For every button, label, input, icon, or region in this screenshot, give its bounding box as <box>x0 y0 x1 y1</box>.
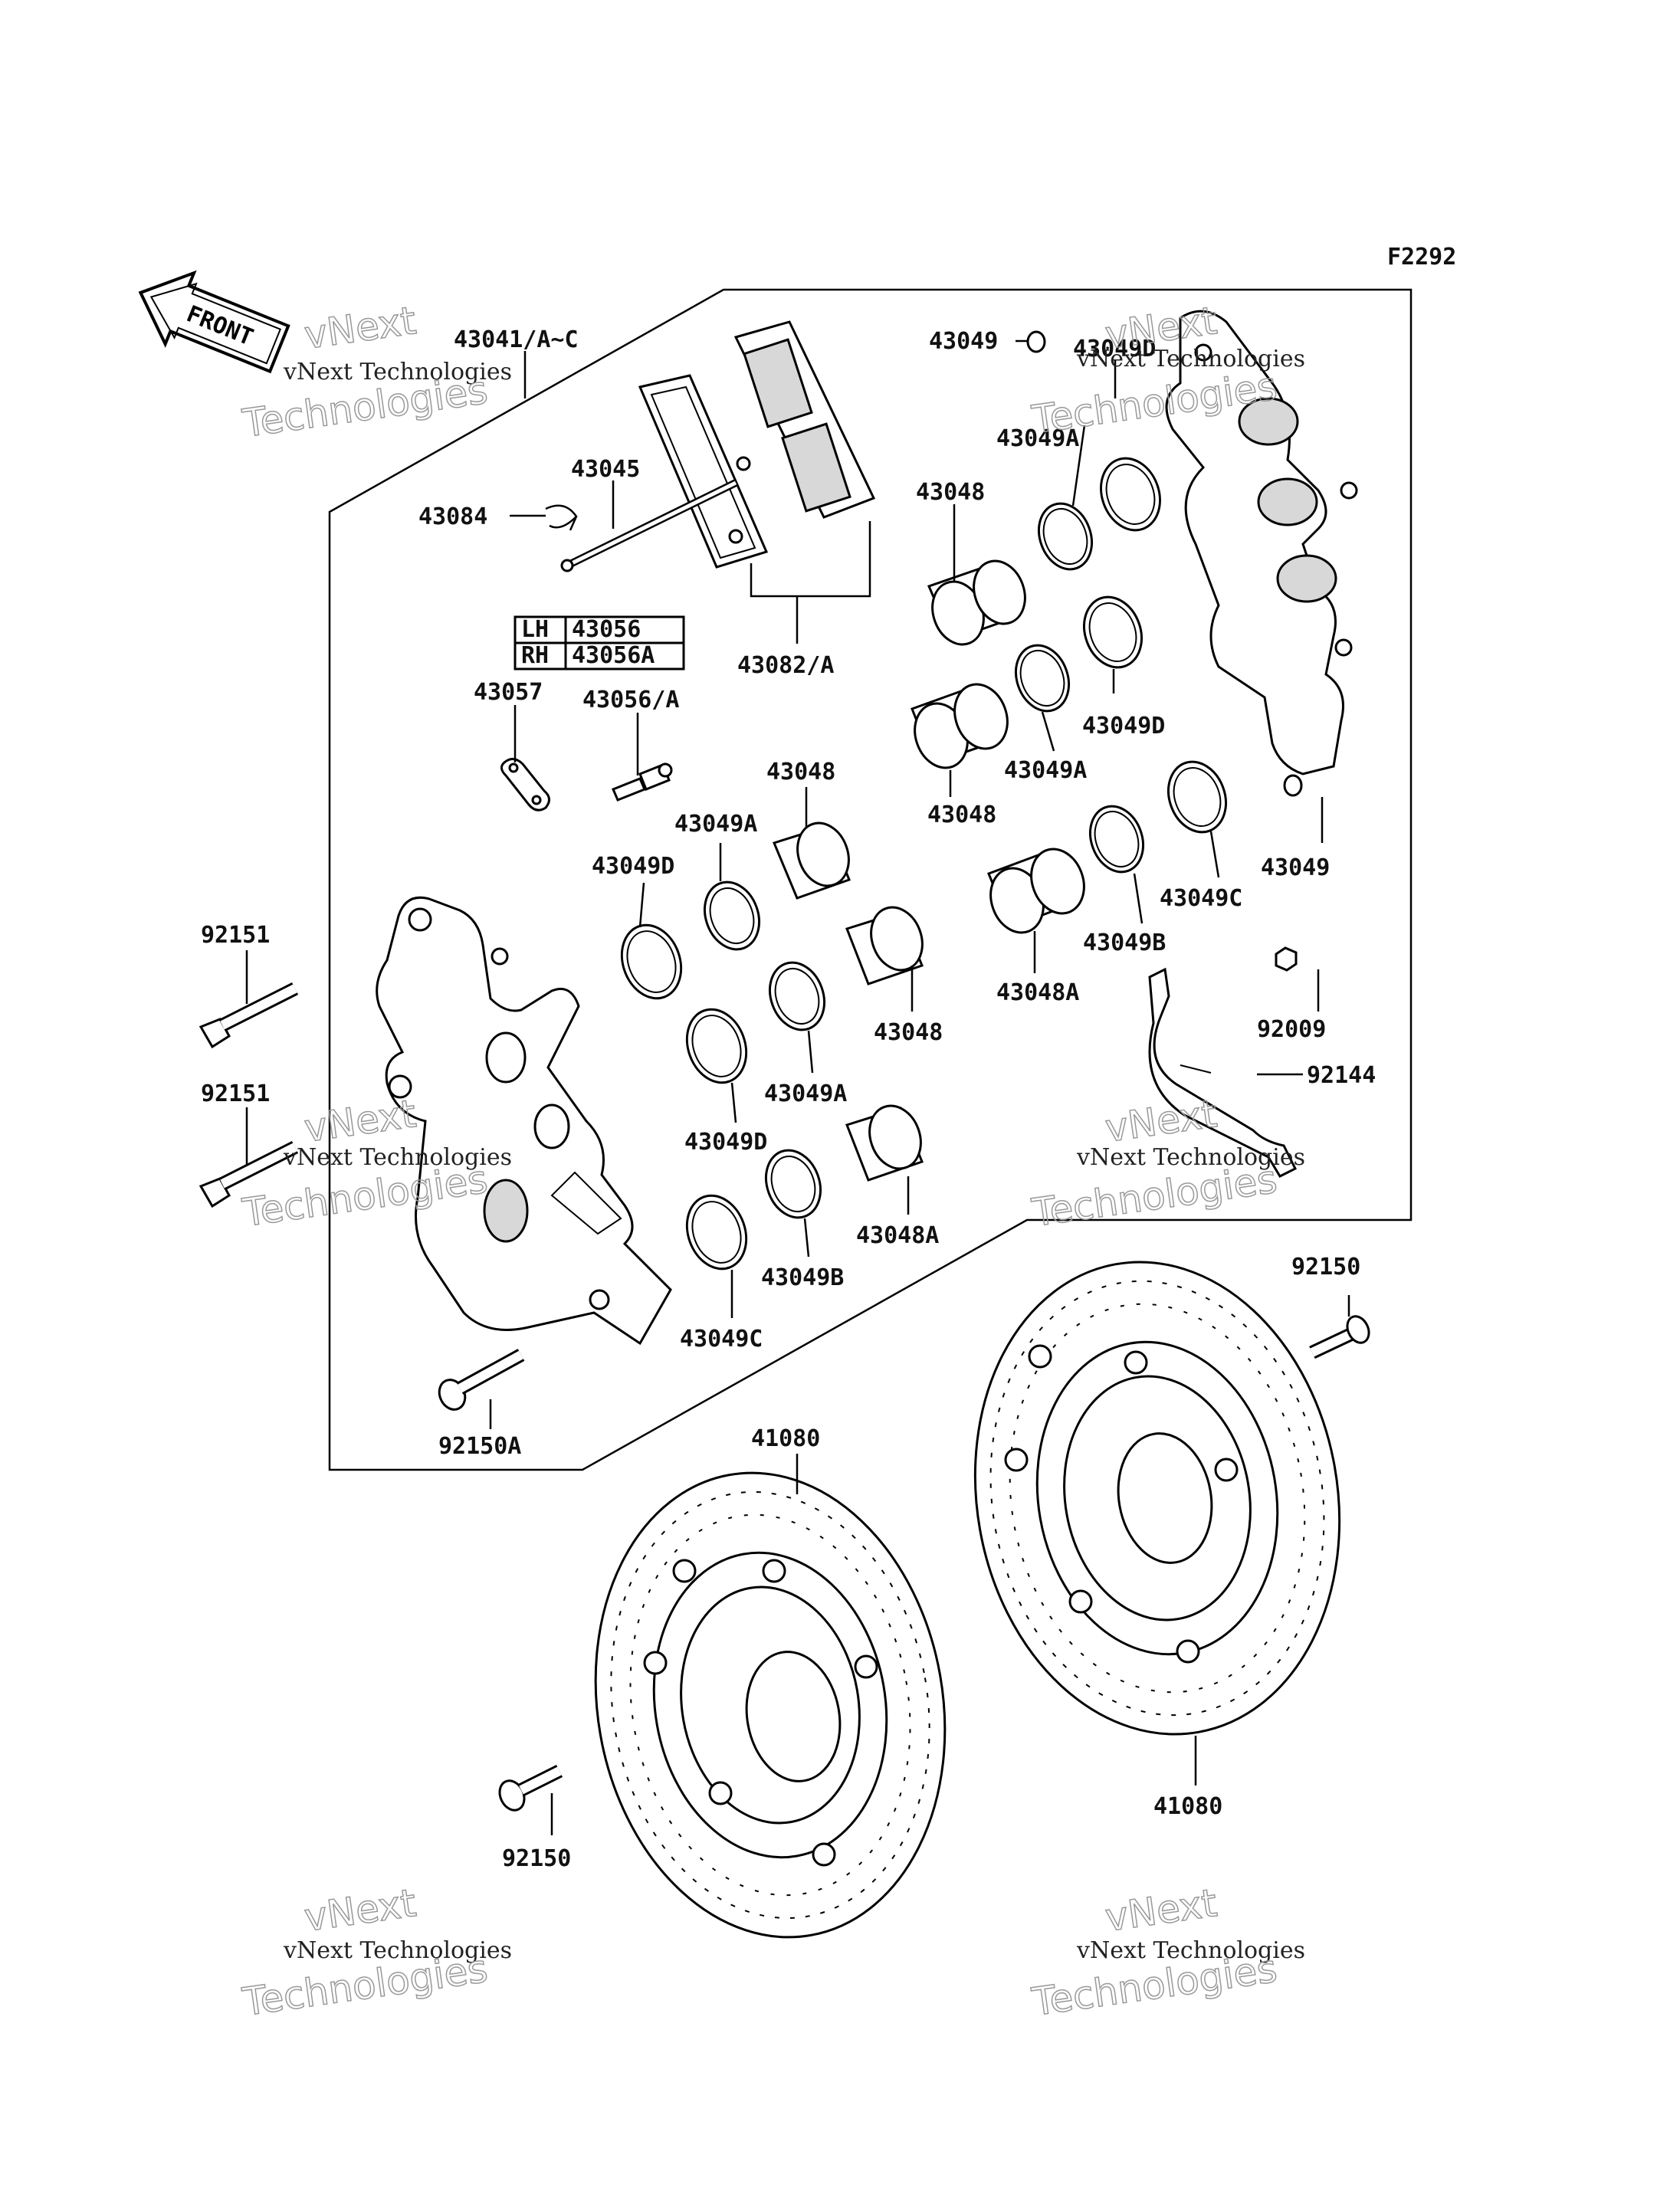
label-43045: 43045 <box>571 456 640 483</box>
watermark-bottom-right: vNext Technologies Technologies vNext <box>1029 1880 1305 2025</box>
seal-43049D-top <box>1100 457 1161 532</box>
caliper-assembly-boundary <box>328 288 1413 1471</box>
svg-text:vNext Technologies: vNext Technologies <box>283 359 512 385</box>
caliper-half-right <box>1165 310 1358 776</box>
seal-43049B-lc <box>765 1149 822 1219</box>
svg-text:vNext: vNext <box>302 1091 419 1151</box>
label-92151-a: 92151 <box>201 922 270 949</box>
svg-text:vNext: vNext <box>302 298 419 358</box>
lh-label: LH <box>521 616 549 643</box>
caliper-half-left <box>376 896 672 1346</box>
piston-43048-top <box>927 559 1026 646</box>
piston-43048A-right <box>987 848 1085 934</box>
caliper-bolt-92150A <box>438 1349 525 1411</box>
svg-text:vNext Technologies: vNext Technologies <box>1076 346 1305 372</box>
label-43048A-right: 43048A <box>996 979 1079 1006</box>
label-43049A-lc2: 43049A <box>764 1080 847 1107</box>
rh-part-number: 43056A <box>572 642 655 669</box>
small-bracket <box>500 758 550 812</box>
label-43049D-top: 43049D <box>1073 336 1156 362</box>
bleeder-valve <box>612 762 673 802</box>
label-43049-top: 43049 <box>929 328 998 355</box>
label-41080-right: 41080 <box>1153 1793 1222 1820</box>
brake-pad-front <box>733 320 876 519</box>
label-43057: 43057 <box>474 679 543 706</box>
brake-disc-right <box>973 1261 1341 1736</box>
lh-rh-table: LH 43056 RH 43056A <box>514 615 685 671</box>
label-92150A: 92150A <box>438 1433 521 1460</box>
lh-part-number: 43056 <box>572 616 641 643</box>
seal-43049D-lc <box>620 923 683 1000</box>
caliper-bolt-lower <box>199 1140 299 1208</box>
pad-pin <box>560 479 738 572</box>
piston-43048-mid <box>911 683 1009 769</box>
label-43048-top: 43048 <box>916 479 985 506</box>
label-43049A-mid: 43049A <box>1004 757 1087 784</box>
seal-43049C-lc <box>685 1194 748 1271</box>
label-43049D-lc2: 43049D <box>684 1129 767 1156</box>
svg-text:vNext Technologies: vNext Technologies <box>1076 1144 1305 1171</box>
front-arrow-icon: FRONT <box>138 270 290 374</box>
label-43049A-top: 43049A <box>996 425 1079 452</box>
label-43056: 43056/A <box>582 687 679 713</box>
seal-43049D-mid <box>1083 595 1143 669</box>
svg-text:vNext: vNext <box>302 1881 419 1940</box>
label-43049B-lc: 43049B <box>761 1264 844 1291</box>
figure-code: F2292 <box>1387 244 1456 271</box>
watermark-top-left: vNext Technologies Technologies vNext <box>239 297 512 446</box>
label-43048-lc: 43048 <box>766 759 835 785</box>
pin-clip <box>545 504 578 531</box>
label-43041: 43041/A~C <box>454 326 579 353</box>
pad-spring <box>1148 967 1298 1178</box>
label-43084: 43084 <box>418 503 487 530</box>
label-43049A-lc: 43049A <box>674 811 757 838</box>
label-43082: 43082/A <box>737 652 834 679</box>
piston-43048-lc <box>772 821 851 900</box>
washer-top <box>1026 330 1046 353</box>
svg-text:vNext Technologies: vNext Technologies <box>283 1937 512 1964</box>
seal-43049B-right <box>1089 805 1144 874</box>
brake-disc-left <box>594 1471 947 1939</box>
brake-pad-rear <box>638 374 769 569</box>
seal-43049A-top <box>1038 502 1093 571</box>
label-43049C-right: 43049C <box>1160 885 1242 912</box>
watermark-mid-right: vNext Technologies Technologies vNext <box>1029 1090 1305 1235</box>
label-92150-right: 92150 <box>1291 1254 1360 1280</box>
seal-43049C-right <box>1167 760 1227 834</box>
nut <box>1275 946 1298 972</box>
label-41080-left: 41080 <box>751 1425 820 1452</box>
disc-bolt-right <box>1309 1315 1370 1359</box>
label-43049B-right: 43049B <box>1083 930 1166 956</box>
disc-bolt-left <box>498 1764 563 1812</box>
washer-right <box>1283 774 1303 797</box>
label-92144: 92144 <box>1307 1062 1376 1089</box>
seal-43049A-mid <box>1015 644 1070 713</box>
label-43048-mid: 43048 <box>927 802 996 828</box>
label-43049D-mid: 43049D <box>1082 713 1165 739</box>
label-43049-right: 43049 <box>1261 854 1330 881</box>
seal-43049A-lc <box>704 880 760 951</box>
caliper-bolt-upper <box>199 982 299 1049</box>
label-92150-left: 92150 <box>502 1845 571 1872</box>
svg-text:vNext Technologies: vNext Technologies <box>1076 1937 1305 1964</box>
svg-text:vNext Technologies: vNext Technologies <box>283 1144 512 1171</box>
leader-lines <box>245 339 1350 1835</box>
label-43048-lc2: 43048 <box>874 1019 943 1046</box>
label-92151-b: 92151 <box>201 1080 270 1107</box>
piston-43048-lc2 <box>845 906 924 985</box>
piston-43048A-lc <box>845 1104 924 1182</box>
rh-label: RH <box>521 642 549 669</box>
watermark-bottom-left: vNext Technologies Technologies vNext <box>239 1880 512 2025</box>
svg-text:vNext: vNext <box>1103 1881 1220 1940</box>
label-43048A-lc: 43048A <box>856 1222 939 1249</box>
seal-43049D-lc2 <box>685 1008 748 1084</box>
svg-text:vNext: vNext <box>1103 1091 1220 1151</box>
seal-43049A-lc2 <box>769 961 825 1031</box>
label-43049D-lc: 43049D <box>592 853 674 880</box>
label-43049C-lc: 43049C <box>680 1326 763 1353</box>
label-92009: 92009 <box>1257 1016 1326 1043</box>
